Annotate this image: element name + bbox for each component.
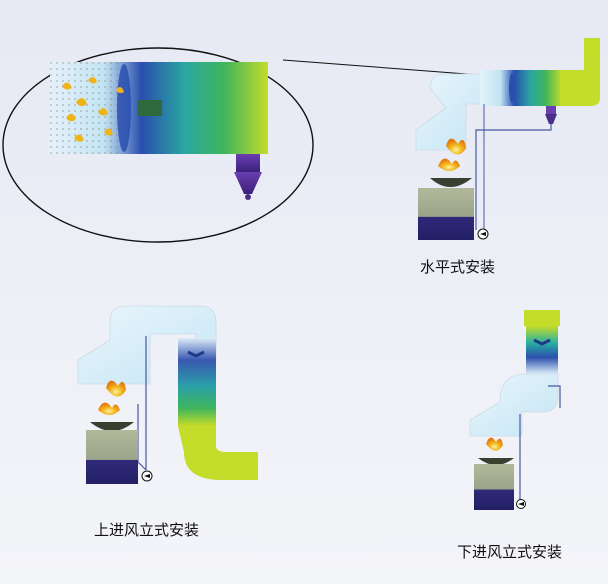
magnified-detail: [2, 47, 481, 243]
outlet-elbow: [178, 426, 258, 480]
purifier-unit: [480, 70, 562, 106]
horizontal-installation: [415, 38, 600, 240]
hood-duct: [77, 305, 217, 385]
flame-icon: [486, 437, 503, 451]
flame-particles: [62, 76, 124, 142]
hood-duct: [415, 73, 483, 151]
stove: [474, 464, 514, 510]
purifier-unit: [178, 338, 216, 426]
wok-icon: [430, 178, 472, 187]
wok-icon: [90, 422, 134, 431]
wok-icon: [478, 458, 514, 465]
hood-duct: [469, 373, 559, 437]
flame-icon: [106, 380, 126, 397]
upper-inlet-installation: [77, 305, 258, 484]
stove: [418, 188, 474, 240]
outlet-cap: [524, 310, 560, 326]
drain-box: [236, 154, 260, 172]
lower-inlet-installation: [469, 310, 561, 510]
magnifier-ellipse: [2, 47, 314, 243]
drain-pipe: [475, 124, 552, 230]
drain-pipe: [519, 385, 561, 500]
purifier-unit: [526, 326, 558, 374]
caption-upper-inlet: 上进风立式安装: [94, 521, 199, 539]
fan-blade: [117, 64, 131, 152]
outlet-elbow: [560, 38, 600, 106]
stove: [86, 430, 138, 484]
drain-cone-icon: [234, 172, 262, 194]
caption-lower-inlet: 下进风立式安装: [457, 543, 562, 561]
fan-motor: [138, 100, 162, 116]
flame-icon: [446, 138, 466, 155]
caption-horizontal: 水平式安装: [420, 258, 495, 276]
